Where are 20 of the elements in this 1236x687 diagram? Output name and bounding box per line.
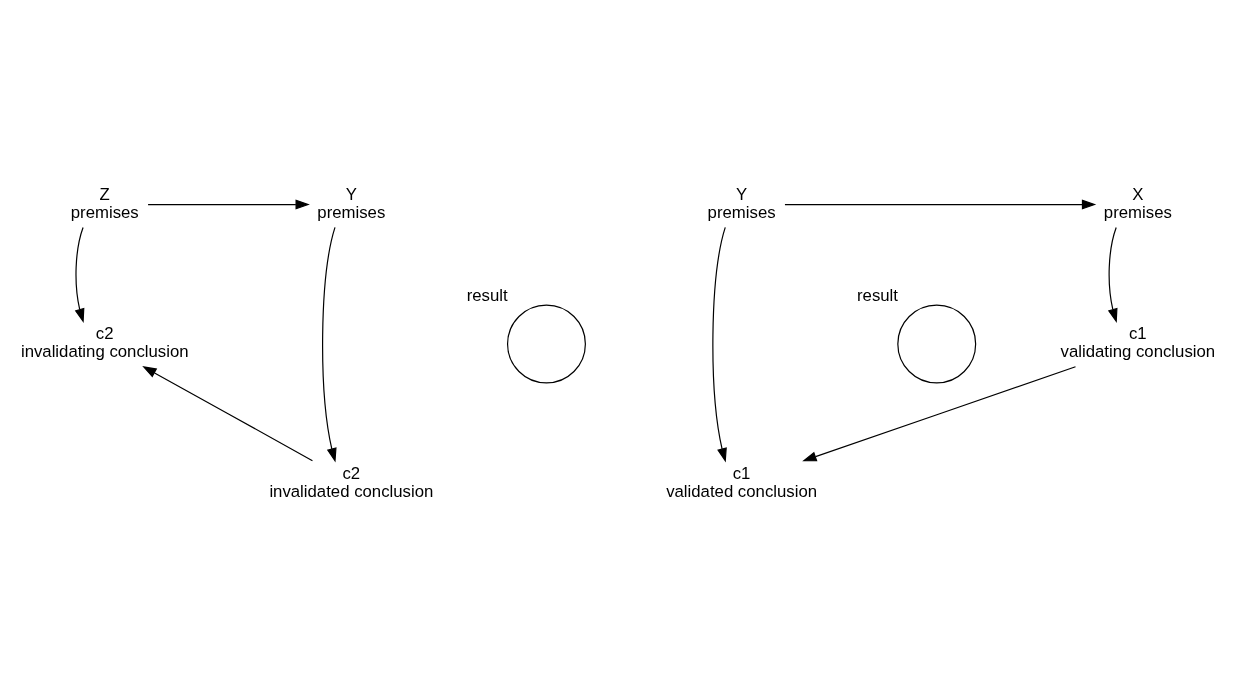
- arrow: [1107, 226, 1118, 323]
- node-text: Y premises: [317, 184, 386, 222]
- node-text: X premises: [1103, 184, 1172, 222]
- arrow: [802, 365, 1077, 461]
- arrow: [322, 226, 337, 462]
- arrow: [147, 199, 310, 210]
- arrow: [712, 226, 727, 462]
- node-circle: [506, 304, 586, 383]
- node-label: result: [856, 285, 898, 305]
- arrow: [74, 226, 85, 323]
- node-label: result: [466, 285, 508, 305]
- node-text: c1 validating conclusion: [1060, 323, 1216, 361]
- node-text: c2 invalidating conclusion: [20, 323, 189, 361]
- node-text: c2 invalidated conclusion: [269, 463, 434, 501]
- node-circle: [897, 304, 977, 383]
- node-text: c1 validated conclusion: [666, 463, 818, 501]
- arrow: [142, 365, 314, 461]
- node-text: Y premises: [707, 184, 776, 222]
- node-text: Z premises: [70, 184, 139, 222]
- arrow: [784, 199, 1097, 210]
